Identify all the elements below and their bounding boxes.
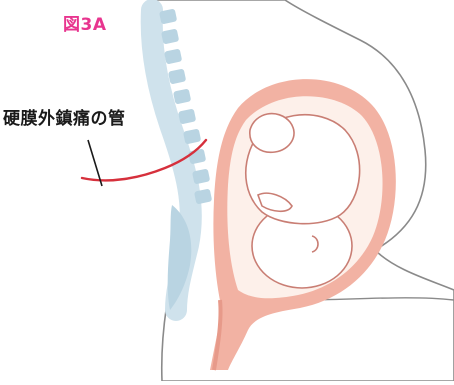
fetus-legs bbox=[250, 114, 294, 153]
catheter-callout-label: 硬膜外鎮痛の管 bbox=[3, 104, 126, 129]
fetus bbox=[246, 114, 360, 288]
figure-label: 図3A bbox=[63, 10, 107, 35]
